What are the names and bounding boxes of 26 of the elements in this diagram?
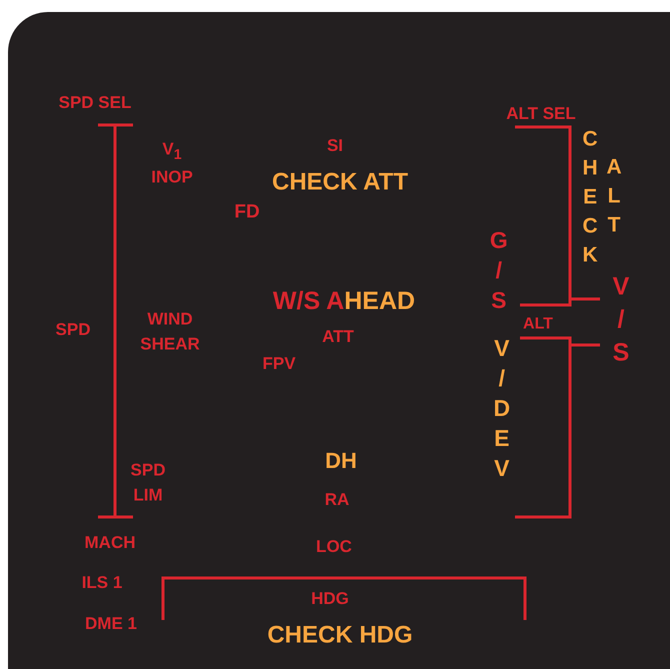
flag-label: CHECK ATT (272, 168, 408, 198)
flag-label: SI (326, 136, 344, 156)
flag-label: LOC (316, 536, 352, 558)
flag-label: MACH (84, 532, 136, 554)
flag-label: RA (324, 490, 350, 510)
flag-label: ILS 1 (82, 572, 122, 594)
flag-label: CHECK HDG (267, 622, 413, 650)
vertical-flag-text: V/DEV (488, 335, 515, 485)
flag-label: W/S AHEAD (272, 286, 416, 316)
flag-label: ATT (322, 326, 354, 348)
flag-label: FPV (262, 354, 296, 374)
flag-label: HDG (311, 588, 349, 610)
vertical-flag-text: V/S (606, 272, 636, 372)
flag-label: FD (234, 202, 260, 224)
flag-label: SPD (56, 320, 90, 340)
flag-label: V$_{1}$ INOP (150, 138, 194, 189)
flag-label: ALT (523, 314, 553, 334)
flag-label: ALT SEL (506, 104, 576, 124)
flag-label: SPD LIM (130, 459, 166, 506)
flag-label: WIND SHEAR (139, 308, 201, 355)
vertical-flag-text: G/S (484, 227, 512, 317)
vertical-flag-text: ALT (602, 156, 627, 242)
flag-label: SPD SEL (58, 92, 132, 114)
flag-label: DME 1 (85, 614, 137, 634)
flag-label: DH (325, 448, 357, 474)
vertical-flag-text: CHECK (578, 128, 603, 272)
